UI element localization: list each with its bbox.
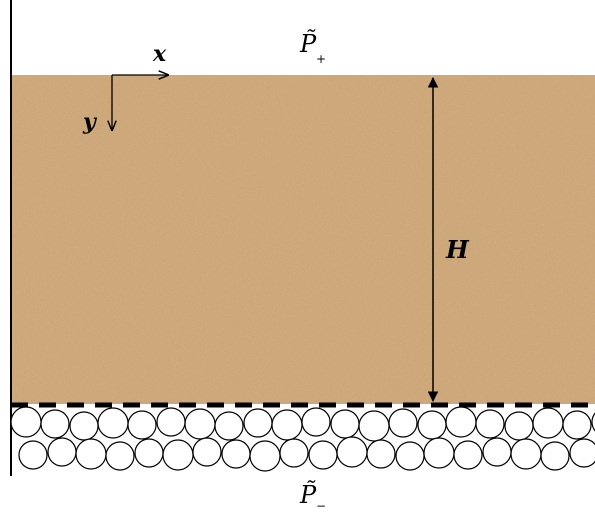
pebble [75, 438, 107, 470]
pebble [156, 407, 186, 437]
pebble [97, 407, 129, 439]
pebble [47, 437, 77, 467]
pressure-top-symbol: P̃ [299, 30, 317, 58]
thickness-label: H [445, 235, 470, 264]
x-axis-label: x [152, 41, 167, 67]
pebble [532, 407, 564, 439]
pebble [127, 410, 157, 440]
pebble [591, 412, 595, 432]
pebble [445, 406, 477, 438]
pebble [249, 440, 281, 472]
pebble [453, 440, 483, 470]
pebble [308, 440, 338, 470]
pebble [504, 411, 534, 441]
thickness-dimension: H [427, 76, 470, 403]
pebble [475, 409, 505, 439]
pebble [134, 438, 164, 468]
pebble [40, 409, 70, 439]
pebble [221, 439, 251, 469]
pebble [214, 411, 244, 441]
pebble [482, 437, 512, 467]
pressure-bottom-symbol: P̃ [299, 481, 317, 509]
pressure-top-subscript: + [316, 52, 326, 66]
pebble [69, 411, 99, 441]
pebble [336, 436, 368, 468]
soil-texture [11, 75, 595, 404]
pebble [358, 410, 390, 442]
y-axis-label: y [82, 109, 98, 135]
pebble [18, 440, 48, 470]
pebble [184, 408, 216, 440]
pebble [301, 407, 331, 437]
pebble [162, 439, 194, 471]
pebble [10, 406, 42, 438]
pebble [423, 437, 455, 469]
pebble [330, 409, 360, 439]
pebble [366, 439, 396, 469]
pressure-top: P̃ + [299, 30, 326, 66]
porous-layer [11, 75, 595, 404]
pebble [271, 409, 303, 441]
pebble [243, 408, 273, 438]
pebble-bed [10, 406, 595, 472]
coordinate-axes: x y [82, 41, 168, 135]
pressure-bottom: P̃ − [299, 481, 326, 513]
pressure-bottom-subscript: − [316, 499, 326, 513]
pebble [388, 408, 418, 438]
pebble [417, 410, 447, 440]
pebble [105, 441, 135, 471]
pebble [279, 438, 309, 468]
pebble [569, 438, 595, 468]
pebble [562, 410, 592, 440]
pebble [395, 441, 425, 471]
pebble [510, 438, 542, 470]
pebble [540, 441, 570, 471]
pebble [192, 437, 222, 467]
